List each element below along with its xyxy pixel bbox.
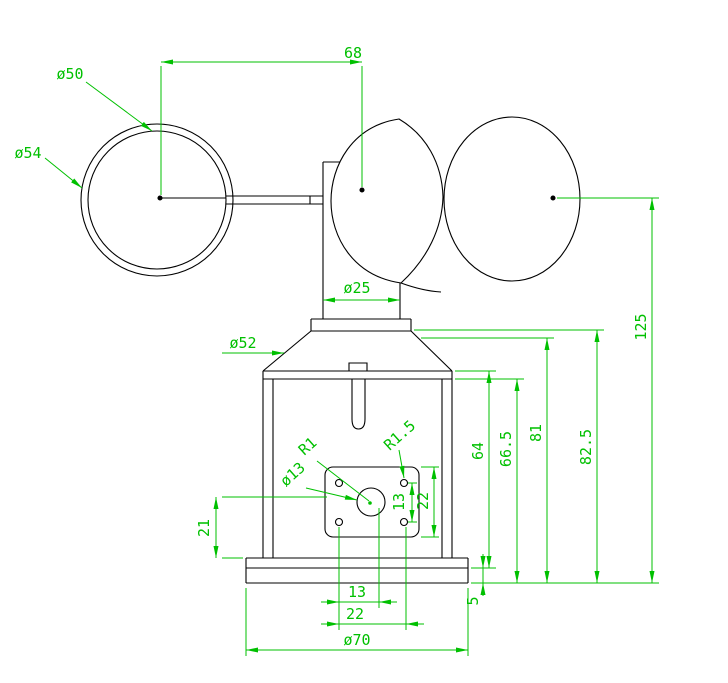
leader-dia13	[305, 487, 358, 501]
part-edge	[262, 330, 312, 372]
corner-hole	[399, 478, 409, 488]
dim-vertical-22	[421, 466, 439, 538]
dim-label-dia50: ø50	[56, 65, 83, 83]
left-cup-center-dot	[157, 195, 163, 201]
collar	[310, 318, 412, 332]
leader-dot	[368, 501, 372, 505]
dim-label-81: 81	[527, 424, 545, 442]
leader-line	[398, 449, 405, 479]
leader-r1-5	[398, 449, 405, 479]
dim-label-dia13: ø13	[277, 459, 309, 491]
dim-label-64: 64	[469, 442, 487, 460]
cup-arm	[226, 195, 323, 205]
top-tab	[348, 362, 368, 371]
right-cup	[443, 116, 581, 282]
leader-line	[316, 460, 370, 502]
dim-label-b22: 22	[346, 605, 364, 623]
middle-cup-outline	[330, 118, 444, 284]
dim-bottom-13	[321, 508, 397, 630]
middle-cup-rim-line	[400, 282, 442, 293]
middle-cup-center-dot	[359, 187, 365, 193]
dim-vertical-13	[408, 482, 417, 523]
dim-label-v22: 22	[414, 492, 432, 510]
left-cup	[80, 123, 234, 277]
dim-height-81	[421, 337, 554, 583]
dim-dia70	[245, 588, 469, 656]
dim-span-68	[160, 59, 363, 195]
dim-bottom-22	[321, 527, 424, 630]
dim-height-125	[471, 197, 659, 584]
dim-label-dia52: ø52	[229, 334, 256, 352]
inner-cylinder-tip	[351, 418, 366, 430]
sensor-body	[262, 362, 453, 558]
dim-label-dia25: ø25	[343, 279, 370, 297]
base-plate	[245, 557, 469, 584]
leader-r1	[316, 460, 372, 505]
dim-label-21: 21	[195, 519, 213, 537]
center-hole	[356, 487, 386, 517]
corner-hole	[334, 478, 344, 488]
dim-height-82-5	[414, 329, 604, 583]
leader-line	[305, 487, 358, 501]
dim-height-64	[455, 370, 496, 569]
dim-label-r1-5: R1.5	[380, 417, 419, 455]
dim-label-dia70: ø70	[343, 631, 370, 649]
cone-transition	[262, 330, 453, 372]
dim-label-dia54: ø54	[14, 144, 41, 162]
corner-hole	[399, 517, 409, 527]
dim-height-21	[213, 496, 327, 559]
left-cup-outer-circle	[80, 123, 234, 277]
dim-label-66-5: 66.5	[497, 431, 515, 467]
dim-dia50	[85, 81, 153, 132]
right-cup-outline	[443, 116, 581, 282]
dim-label-5: 5	[464, 596, 482, 605]
left-cup-inner-circle	[87, 130, 227, 270]
dim-label-b13: 13	[348, 583, 366, 601]
dim-label-span-68: 68	[344, 44, 362, 62]
right-cup-center-dot	[550, 195, 556, 201]
dim-label-125: 125	[632, 313, 650, 340]
dim-label-r1: R1	[295, 434, 320, 459]
corner-hole	[334, 517, 344, 527]
leader-line	[85, 81, 153, 132]
mounting-plate	[324, 466, 420, 538]
mounting-plate-outline	[324, 466, 420, 538]
middle-cup	[330, 118, 444, 293]
part-edge	[410, 330, 453, 372]
dim-dia54	[44, 157, 83, 189]
part-geometry	[80, 116, 581, 584]
dimension-annotations	[44, 59, 659, 656]
leader-line	[44, 157, 83, 189]
dim-label-82-5: 82.5	[577, 429, 595, 465]
dim-label-v13: 13	[390, 493, 408, 511]
